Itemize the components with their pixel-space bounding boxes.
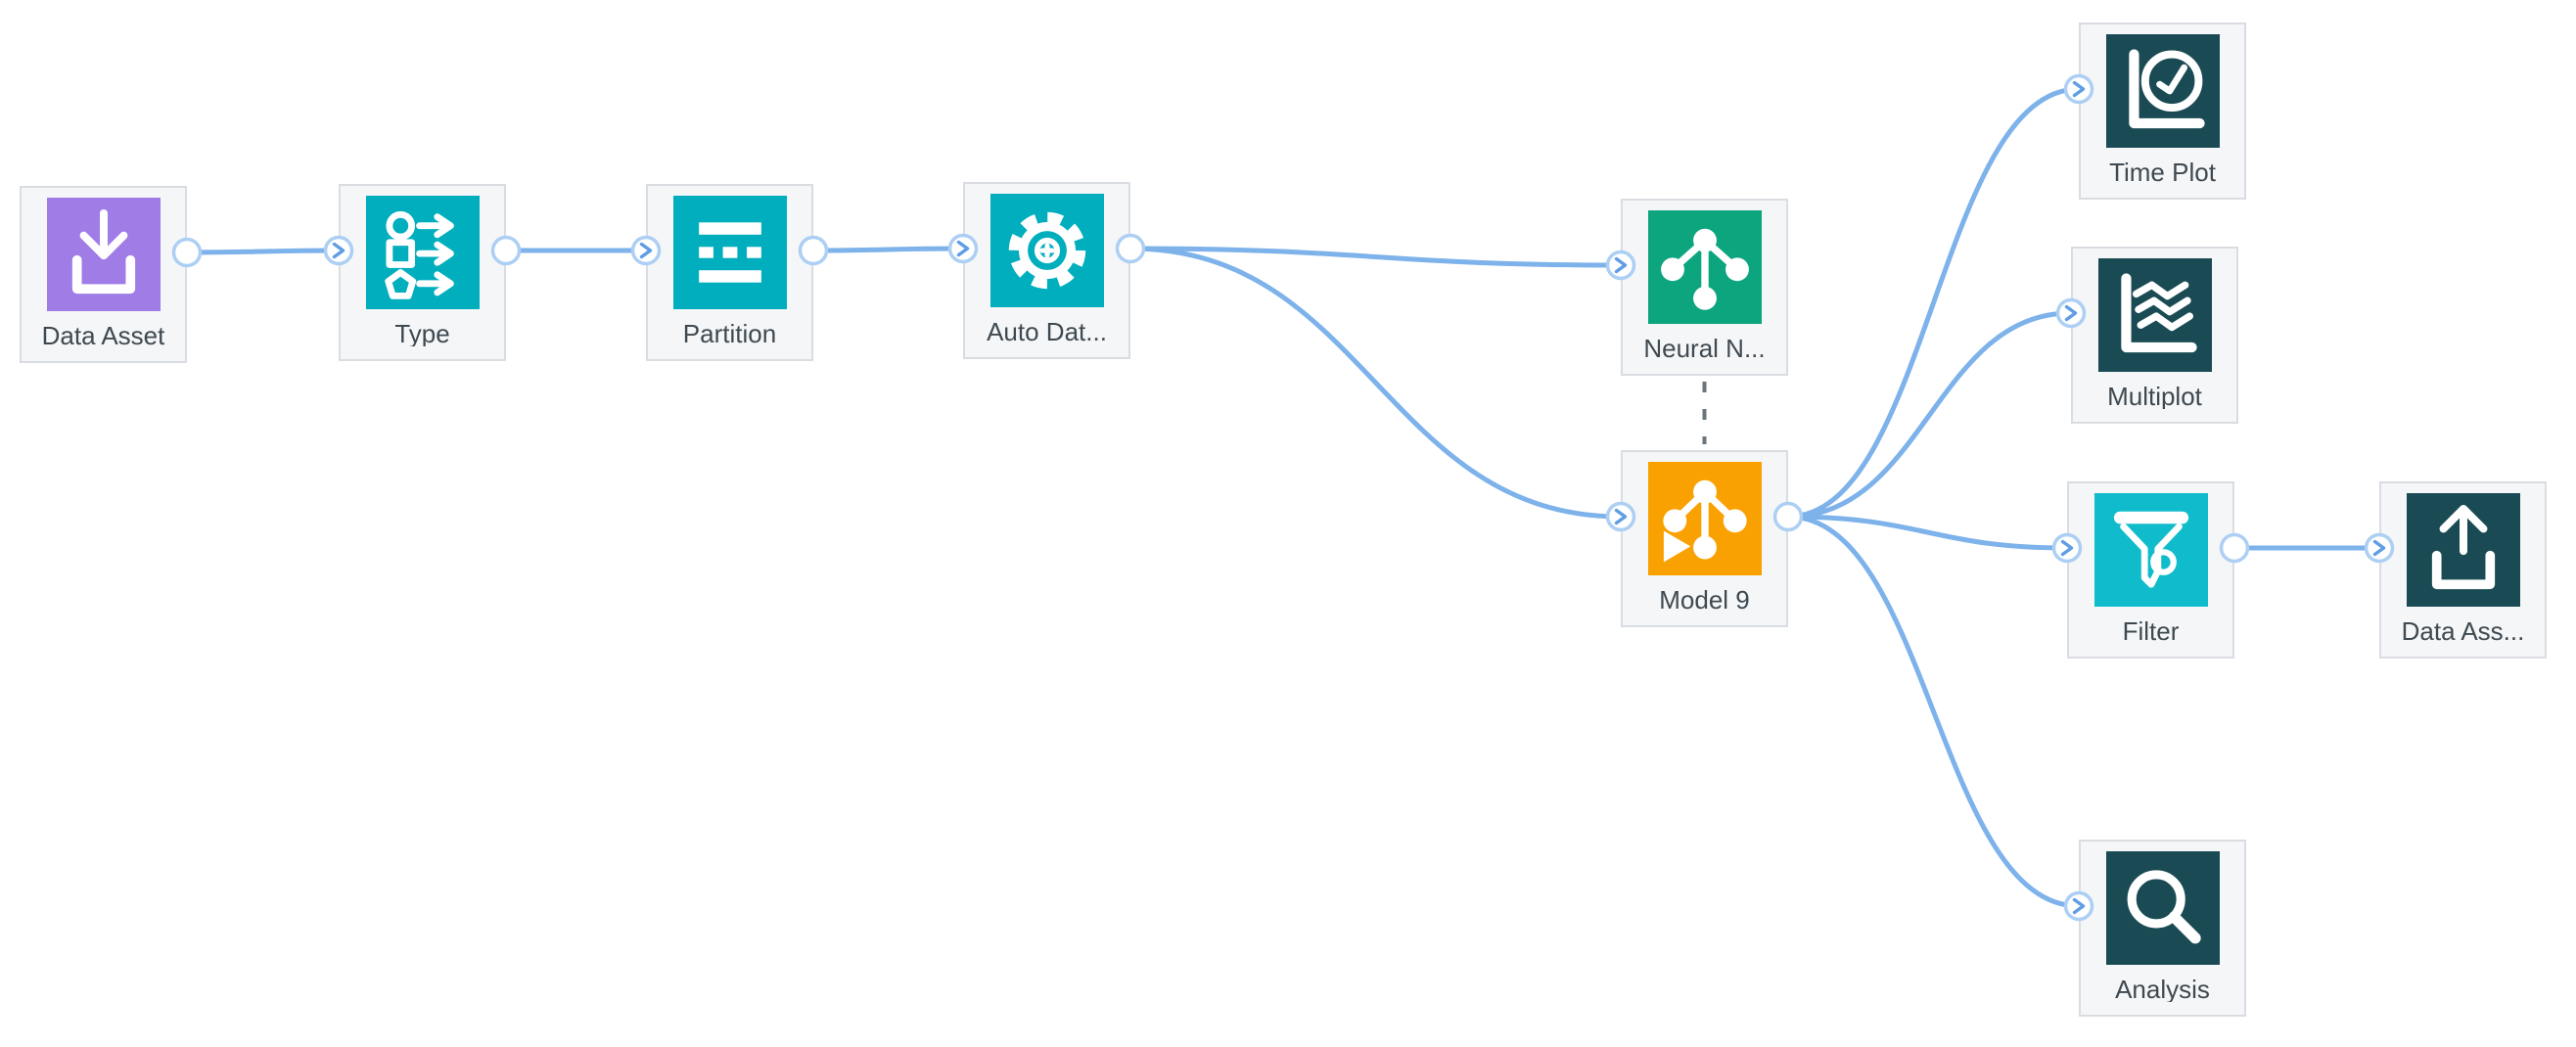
node-label: Auto Dat... xyxy=(987,319,1107,344)
data-asset-export-icon-box xyxy=(2406,493,2520,607)
node-time-plot[interactable]: Time Plot xyxy=(2079,23,2246,200)
edge-model9-filter[interactable] xyxy=(1785,514,2070,551)
edge-data-asset-type[interactable] xyxy=(184,248,342,255)
download-into-tray-icon xyxy=(71,208,135,295)
node-label: Neural N... xyxy=(1643,336,1766,361)
data-asset-icon-box xyxy=(46,198,161,311)
multiplot-icon-box xyxy=(2097,258,2212,372)
edge-model9-multiplot[interactable] xyxy=(1785,310,2074,520)
node-label: Filter xyxy=(2122,618,2180,644)
node-neural-net[interactable]: Neural N... xyxy=(1621,199,1788,376)
node-data-asset-export[interactable]: Data Ass... xyxy=(2379,481,2547,659)
edge-partition-auto-data[interactable] xyxy=(810,246,966,253)
edge-auto-data-neural-net[interactable] xyxy=(1127,246,1624,268)
upload-from-tray-icon xyxy=(2431,504,2495,590)
node-label: Model 9 xyxy=(1659,587,1750,613)
type-icon-box xyxy=(365,196,480,309)
clock-plot-icon xyxy=(2128,49,2205,129)
node-label: Type xyxy=(394,321,450,346)
gear-plus-icon xyxy=(1008,211,1085,290)
node-label: Time Plot xyxy=(2109,159,2216,185)
partition-bars-icon xyxy=(698,222,761,283)
node-label: Data Ass... xyxy=(2401,618,2525,644)
node-multiplot[interactable]: Multiplot xyxy=(2071,247,2238,424)
model9-icon-box xyxy=(1647,462,1762,575)
node-analysis[interactable]: Analysis xyxy=(2079,840,2246,1017)
node-filter[interactable]: Filter xyxy=(2067,481,2234,659)
time-plot-icon-box xyxy=(2105,34,2220,148)
node-label: Partition xyxy=(682,321,777,346)
auto-data-icon-box xyxy=(989,194,1104,307)
edge-model9-analysis[interactable] xyxy=(1785,514,2082,909)
node-auto-data-prep[interactable]: Auto Dat... xyxy=(963,182,1130,359)
node-type[interactable]: Type xyxy=(339,184,506,361)
network-icon xyxy=(1660,228,1749,310)
magnifier-icon xyxy=(2127,870,2201,944)
neural-net-icon-box xyxy=(1647,210,1762,324)
edge-auto-data-model9[interactable] xyxy=(1127,246,1624,520)
multi-wave-plot-icon xyxy=(2120,273,2197,353)
node-model9[interactable]: Model 9 xyxy=(1621,450,1788,627)
node-label: Data Asset xyxy=(41,323,165,348)
network-nugget-icon xyxy=(1662,479,1747,563)
filter-icon-box xyxy=(2093,493,2208,607)
partition-icon-box xyxy=(672,196,787,309)
shapes-with-arrows-icon xyxy=(384,210,454,299)
node-data-asset[interactable]: Data Asset xyxy=(20,186,187,363)
analysis-icon-box xyxy=(2105,851,2220,965)
node-partition[interactable]: Partition xyxy=(646,184,813,361)
funnel-icon xyxy=(2113,511,2188,588)
node-label: Analysis xyxy=(2115,977,2210,1002)
edge-model9-time-plot[interactable] xyxy=(1785,86,2082,520)
node-label: Multiplot xyxy=(2107,384,2202,409)
